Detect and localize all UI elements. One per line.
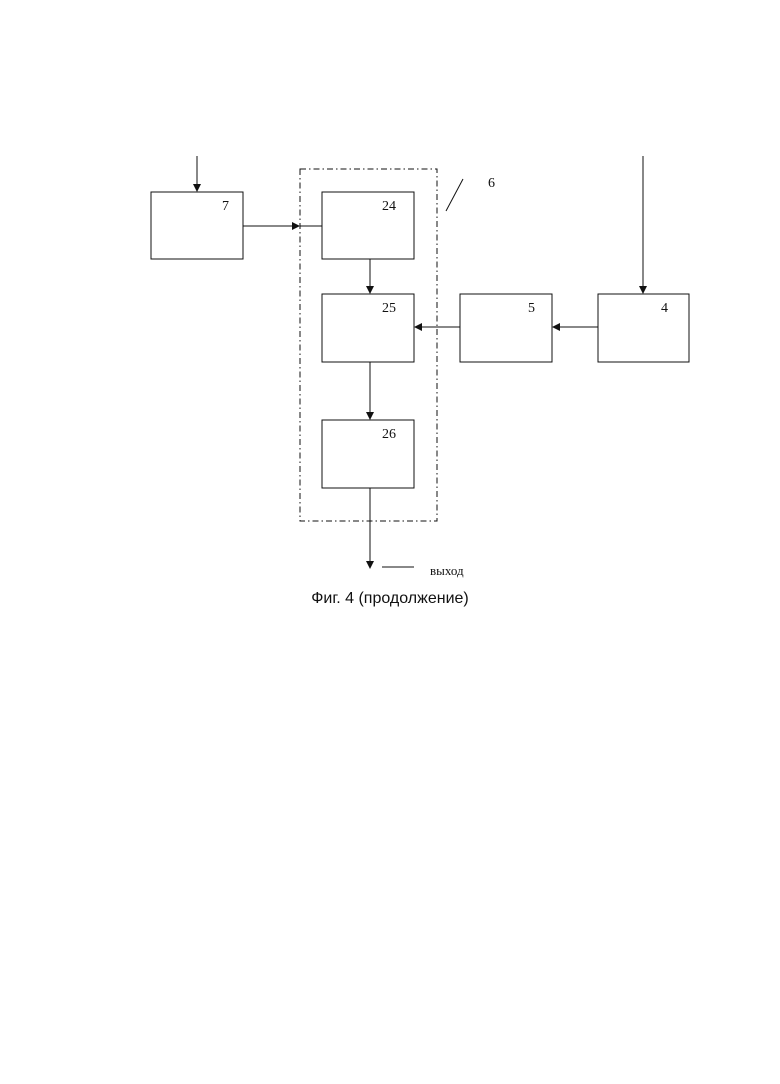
- block-25: 25: [322, 294, 414, 362]
- block-7-label: 7: [222, 199, 229, 214]
- group-6-label: 6: [488, 176, 495, 191]
- block-5: 5: [460, 294, 552, 362]
- block-24: 24: [322, 192, 414, 259]
- output-label: выход: [430, 563, 464, 578]
- block-7: 7: [151, 192, 243, 259]
- block-4-label: 4: [661, 301, 668, 316]
- block-4: 4: [598, 294, 689, 362]
- block-25-label: 25: [382, 301, 396, 316]
- block-26-label: 26: [382, 427, 396, 442]
- figure-caption: Фиг. 4 (продолжение): [0, 590, 780, 608]
- block-5-label: 5: [528, 301, 535, 316]
- block-24-label: 24: [382, 199, 396, 214]
- block-26: 26: [322, 420, 414, 488]
- group-6-leader-line: [446, 179, 463, 211]
